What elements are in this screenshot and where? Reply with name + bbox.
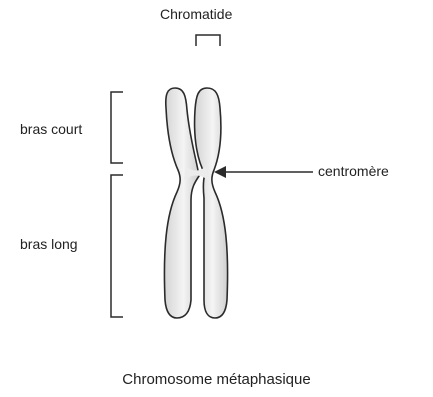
bras-long-bracket — [111, 175, 123, 317]
centromere-label: centromère — [318, 163, 389, 179]
chromosome — [164, 88, 227, 318]
right-chromatid — [195, 88, 228, 318]
figure-caption: Chromosome métaphasique — [0, 371, 433, 388]
bras-court-bracket — [111, 92, 123, 163]
centromere-arrow-head — [214, 166, 226, 178]
bras-long-label: bras long — [20, 236, 78, 252]
chromatide-label: Chromatide — [160, 6, 232, 22]
chromatide-bracket — [196, 35, 220, 46]
bras-court-label: bras court — [20, 121, 82, 137]
